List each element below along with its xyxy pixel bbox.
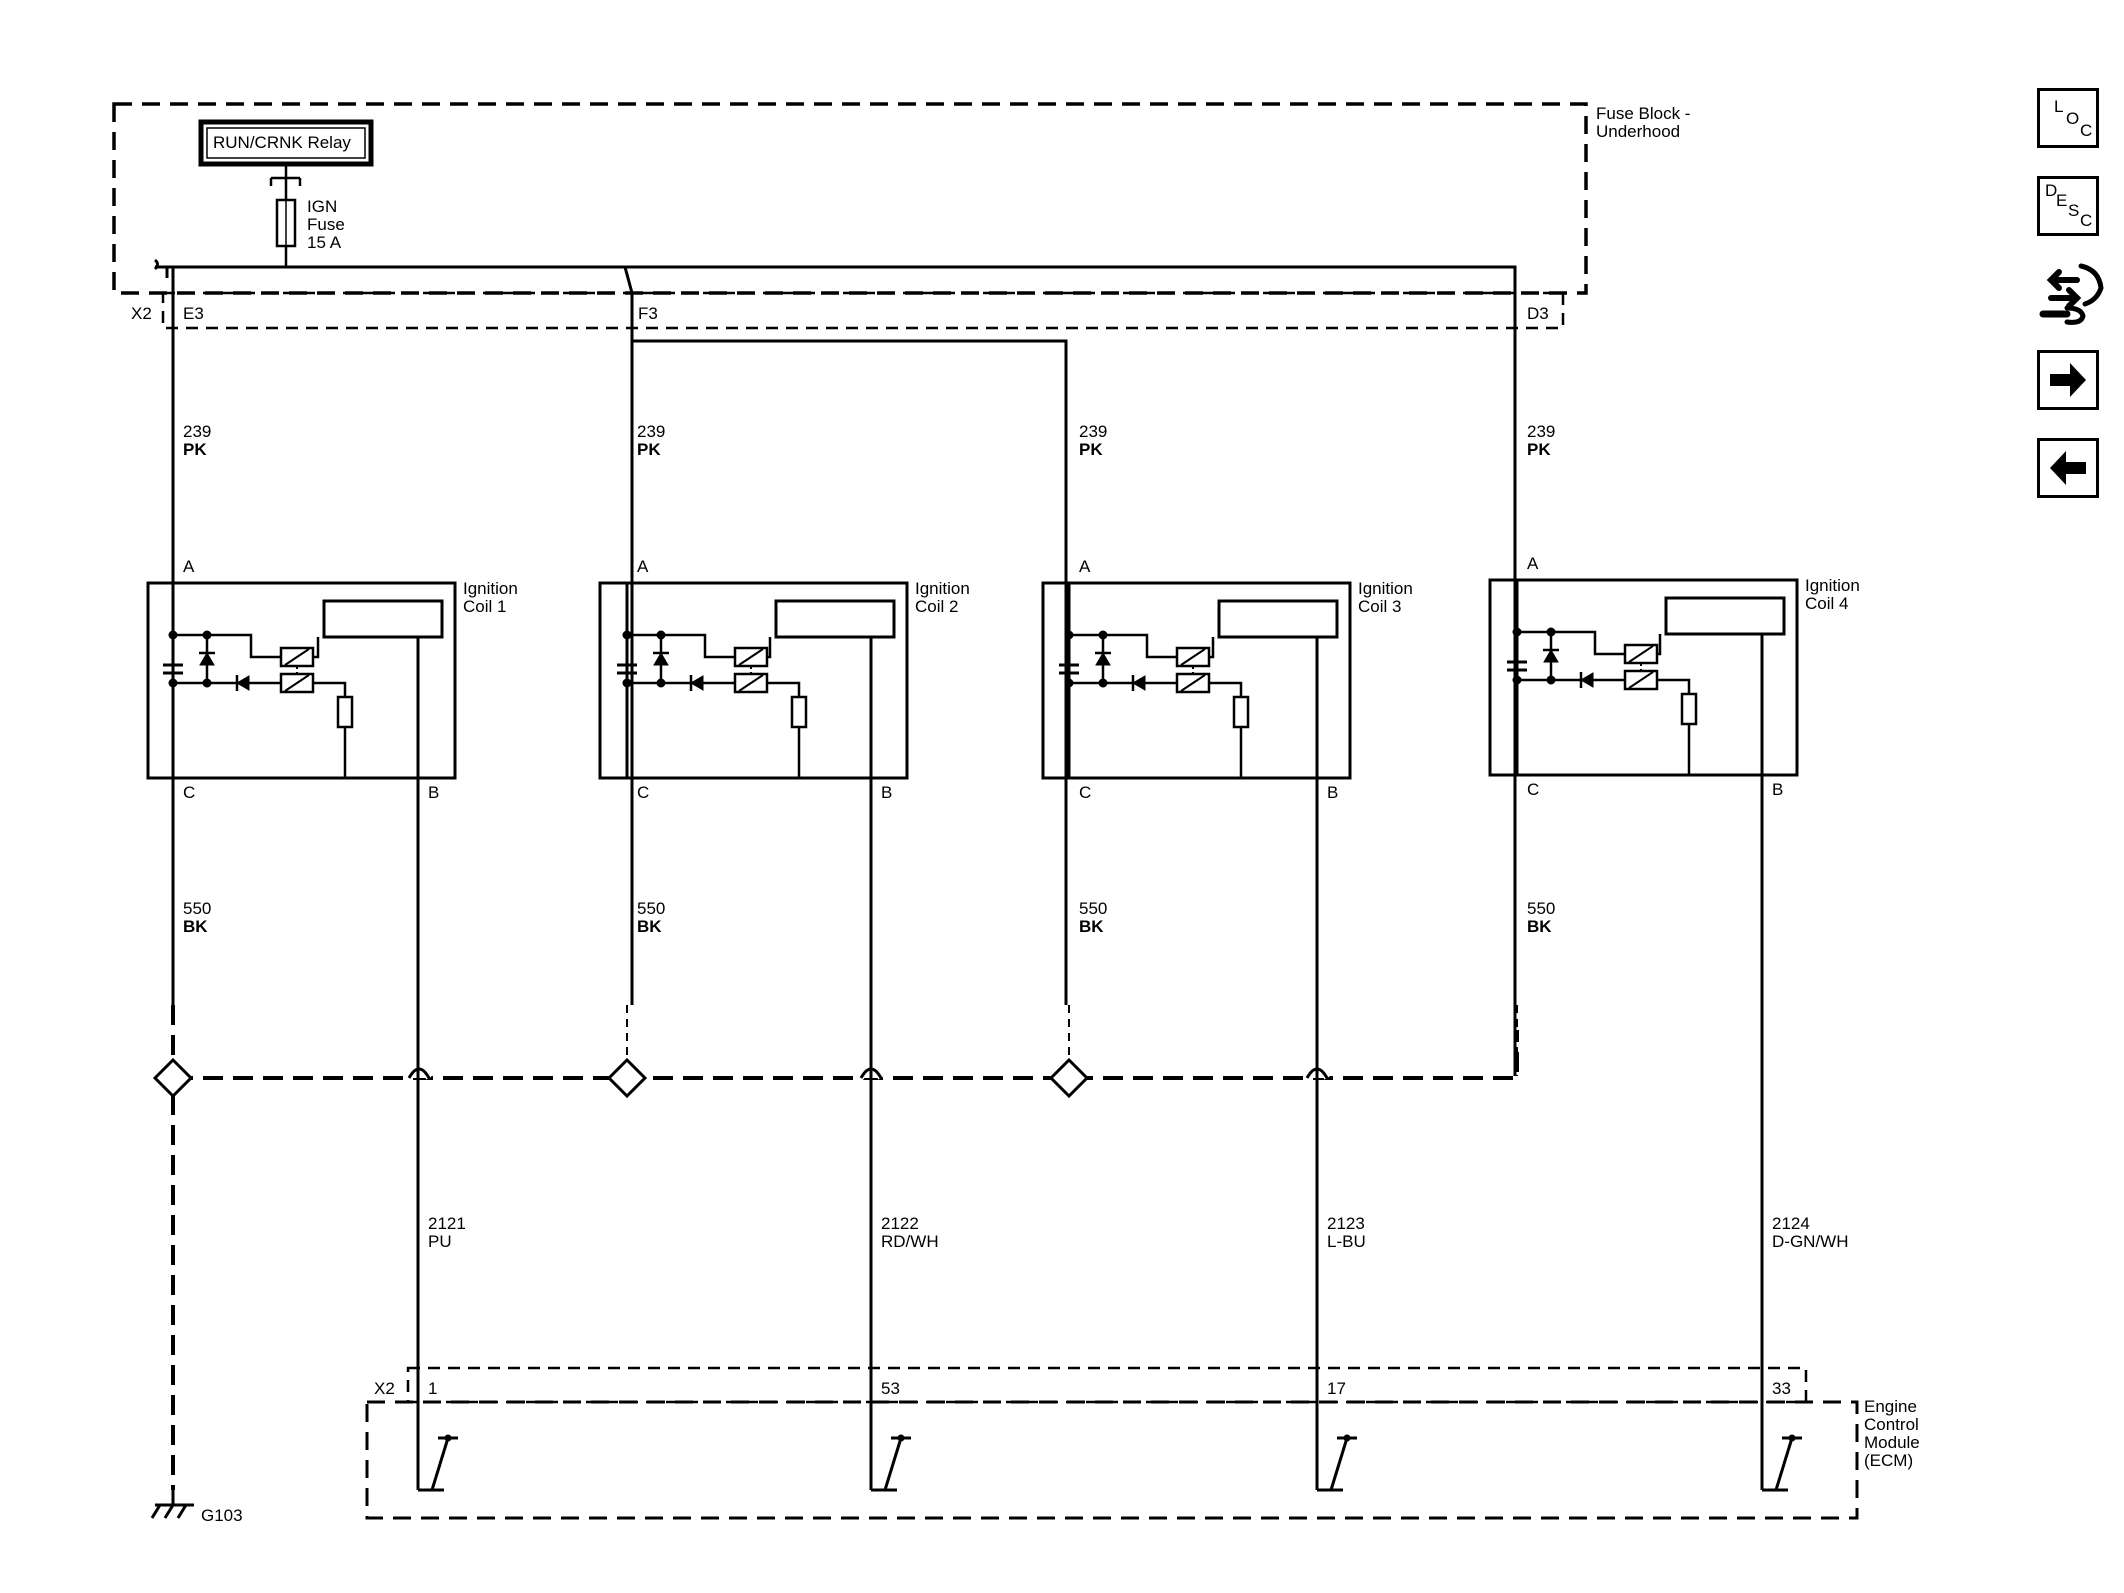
ecm-outline: [365, 1400, 1859, 1520]
fuse-connector-x2: X2: [131, 304, 152, 323]
coil-2-name-1: Ignition: [915, 579, 970, 598]
arrow-left-icon: [2050, 451, 2086, 485]
coil-1-feed-color: PK: [183, 440, 207, 459]
fuse-pin-f3: F3: [638, 304, 658, 323]
coil-1-name-2: Coil 1: [463, 597, 506, 616]
coil-4-feed-circuit: 239: [1527, 422, 1555, 441]
desc-icon-d: D: [2045, 181, 2058, 200]
coil-2-feed-circuit: 239: [637, 422, 665, 441]
coil-1-pin-b: B: [428, 783, 439, 802]
fuse-block-title-2: Underhood: [1596, 122, 1680, 141]
coil-1-signal-circuit: 2121: [428, 1214, 466, 1233]
ecm-pin-2: 53: [881, 1379, 900, 1398]
coil-4-pin-b: B: [1772, 780, 1783, 799]
arrow-right-icon: [2050, 363, 2086, 397]
loc-icon-c: C: [2080, 121, 2093, 140]
fuse-pin-d3: D3: [1527, 304, 1549, 323]
desc-icon-s: S: [2068, 201, 2080, 220]
coil-2-name-2: Coil 2: [915, 597, 958, 616]
coil-4-signal-circuit: 2124: [1772, 1214, 1810, 1233]
splice-1: [152, 1057, 194, 1099]
coil-4-pin-a: A: [1527, 554, 1539, 573]
ecm-label-3: Module: [1864, 1433, 1920, 1452]
desc-icon-e: E: [2056, 191, 2068, 210]
coil-2-feed-color: PK: [637, 440, 661, 459]
coil-3-feed-color: PK: [1079, 440, 1103, 459]
coil-3-pin-c: C: [1079, 783, 1091, 802]
ignition-coil-3: [1041, 581, 1352, 780]
fuse-label-3: 15 A: [307, 233, 342, 252]
coil-2-signal-color: RD/WH: [881, 1232, 939, 1251]
coil-2-ground-color: BK: [637, 917, 662, 936]
coil-3-name-2: Coil 3: [1358, 597, 1401, 616]
coil-3-feed-circuit: 239: [1079, 422, 1107, 441]
coil-4-ground-color: BK: [1527, 917, 1552, 936]
fuse-block-title-1: Fuse Block -: [1596, 104, 1690, 123]
next-page-button[interactable]: [2037, 350, 2099, 410]
coil-1-ground-color: BK: [183, 917, 208, 936]
ignition-coil-4: [1488, 578, 1799, 777]
coil-3-signal-circuit: 2123: [1327, 1214, 1365, 1233]
coil-3-name-1: Ignition: [1358, 579, 1413, 598]
splice-2: [606, 1057, 648, 1099]
coil-2-signal-circuit: 2122: [881, 1214, 919, 1233]
coil-4-signal-color: D-GN/WH: [1772, 1232, 1848, 1251]
feed-wire-coil-3: [630, 293, 1068, 1005]
desc-button[interactable]: D E S C: [2037, 176, 2099, 236]
signal-wire-coil-4: [1760, 775, 1802, 1492]
coil-3-signal-color: L-BU: [1327, 1232, 1366, 1251]
signal-wire-coil-2: [869, 778, 911, 1492]
fuse-label-1: IGN: [307, 197, 337, 216]
splice-3: [1048, 1057, 1090, 1099]
loc-button[interactable]: L O C: [2037, 88, 2099, 148]
coil-2-pin-c: C: [637, 783, 649, 802]
coil-3-ground-circuit: 550: [1079, 899, 1107, 918]
ground-g103-icon: [150, 1490, 194, 1519]
ecm-connector-label: X2: [374, 1379, 395, 1398]
fuse-block-connector-x2: [161, 291, 1565, 330]
connector-wrench-icon: [2039, 263, 2104, 325]
coil-2-pin-a: A: [637, 557, 649, 576]
connector-end-view-button[interactable]: [2037, 258, 2105, 330]
fuse-pin-e3: E3: [183, 304, 204, 323]
ecm-label-4: (ECM): [1864, 1451, 1913, 1470]
signal-wire-coil-3: [1315, 778, 1357, 1492]
ecm-pin-4: 33: [1772, 1379, 1791, 1398]
ground-label: G103: [201, 1506, 243, 1525]
coil-2-pin-b: B: [881, 783, 892, 802]
previous-page-button[interactable]: [2037, 438, 2099, 498]
coil-4-feed-color: PK: [1527, 440, 1551, 459]
coil-4-ground-circuit: 550: [1527, 899, 1555, 918]
coil-1-pin-a: A: [183, 557, 195, 576]
fuse-label-2: Fuse: [307, 215, 345, 234]
signal-wire-coil-1: [416, 778, 458, 1492]
ecm-label-1: Engine: [1864, 1397, 1917, 1416]
coil-4-name-1: Ignition: [1805, 576, 1860, 595]
coil-1-name-1: Ignition: [463, 579, 518, 598]
ignition-coil-2: [598, 581, 909, 780]
coil-1-pin-c: C: [183, 783, 195, 802]
ecm-label-2: Control: [1864, 1415, 1919, 1434]
relay-label: RUN/CRNK Relay: [213, 133, 351, 152]
loc-icon-l: L: [2054, 97, 2064, 116]
coil-1-feed-circuit: 239: [183, 422, 211, 441]
coil-3-pin-b: B: [1327, 783, 1338, 802]
desc-icon-c: C: [2080, 211, 2093, 230]
loc-icon-o: O: [2066, 109, 2080, 128]
ignition-coil-1: [146, 581, 457, 780]
ign-bus-wire: [153, 258, 1517, 1076]
coil-1-signal-color: PU: [428, 1232, 452, 1251]
coil-3-pin-a: A: [1079, 557, 1091, 576]
coil-3-ground-color: BK: [1079, 917, 1104, 936]
coil-1-ground-circuit: 550: [183, 899, 211, 918]
coil-4-name-2: Coil 4: [1805, 594, 1848, 613]
coil-2-ground-circuit: 550: [637, 899, 665, 918]
ecm-pin-1: 1: [428, 1379, 437, 1398]
coil-4-pin-c: C: [1527, 780, 1539, 799]
ecm-pin-3: 17: [1327, 1379, 1346, 1398]
ecm-connector-x2: [406, 1366, 1808, 1404]
